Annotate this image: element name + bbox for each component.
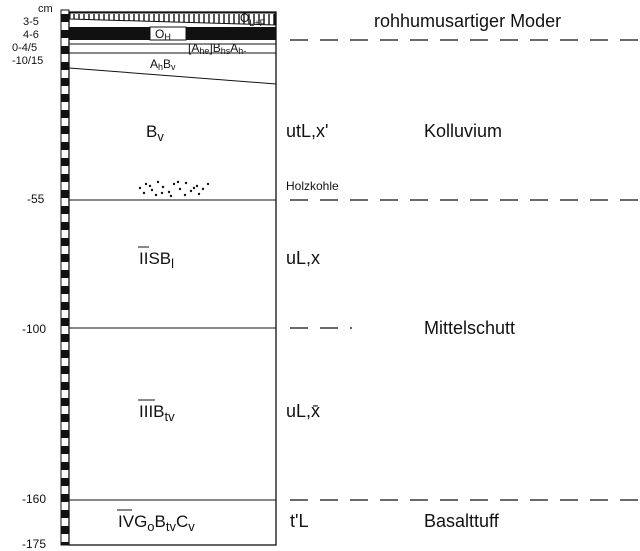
scale-segment xyxy=(61,302,69,310)
scale-segment xyxy=(61,462,69,470)
scale-segment xyxy=(61,78,69,86)
scale-segment xyxy=(61,382,69,390)
scale-segment xyxy=(61,126,69,134)
dashed-boundaries xyxy=(290,39,640,501)
charcoal-dot xyxy=(144,182,148,186)
scale-segment xyxy=(61,366,69,374)
scale-segment xyxy=(61,158,69,166)
scale-segment xyxy=(61,174,69,182)
horizon-label-iiibtv: IIIBtv xyxy=(139,402,175,424)
texture-label: uL,x̄ xyxy=(286,401,320,421)
scale-segment xyxy=(61,414,69,422)
scale-segment xyxy=(61,398,69,406)
charcoal-dot xyxy=(169,194,173,198)
oh-label: OH xyxy=(155,27,171,42)
charcoal-dot xyxy=(195,184,199,188)
charcoal-dot xyxy=(184,181,188,185)
depth-labels: cm 3-5 4-6 0-4/5 -10/15 -55 -100 -160 -1… xyxy=(12,3,53,551)
charcoal-dot xyxy=(183,193,187,197)
depth-unit: cm xyxy=(38,3,53,15)
depth-label: -160 xyxy=(22,492,46,506)
scale-segment xyxy=(61,446,69,454)
scale-segment xyxy=(61,222,69,230)
charcoal-dot xyxy=(201,187,205,191)
ah-bv-label: AhBv xyxy=(150,57,176,72)
scale-segment xyxy=(61,254,69,262)
scale-segment xyxy=(61,14,69,22)
scale-segment xyxy=(61,510,69,518)
scale-segment xyxy=(61,206,69,214)
scale-segment xyxy=(61,478,69,486)
scale-segment xyxy=(61,110,69,118)
charcoal-dot xyxy=(172,182,176,186)
scale-segment xyxy=(61,526,69,534)
ol-f-label: OL+F xyxy=(240,11,266,28)
charcoal-dot xyxy=(150,188,154,192)
humus-form-label: rohhumusartiger Moder xyxy=(374,11,561,31)
depth-label: -10/15 xyxy=(12,55,43,67)
charcoal-dot xyxy=(160,191,164,195)
charcoal-dot xyxy=(197,192,201,196)
depth-label: -175 xyxy=(22,537,46,551)
scale-segment xyxy=(61,190,69,198)
depth-label: -55 xyxy=(27,192,45,206)
charcoal-dot xyxy=(192,186,196,190)
charcoal-dot xyxy=(178,187,182,191)
scale-segment xyxy=(61,334,69,342)
scale-segment xyxy=(61,286,69,294)
line-bv-top xyxy=(68,67,277,85)
layer-label-kolluvium: Kolluvium xyxy=(424,121,502,141)
texture-label: t'L xyxy=(290,511,308,531)
scale-segment xyxy=(61,46,69,54)
depth-scale-bar xyxy=(60,9,70,546)
charcoal-dot xyxy=(189,189,193,193)
scale-segment xyxy=(61,238,69,246)
scale-segment xyxy=(61,318,69,326)
texture-label: uL,x xyxy=(286,248,320,268)
scale-segment xyxy=(61,62,69,70)
horizon-label-ivgobtvcv: IVGoBtvCv xyxy=(118,512,195,534)
scale-segment xyxy=(61,350,69,358)
charcoal-dot xyxy=(176,180,180,184)
layer-label-basalttuff: Basalttuff xyxy=(424,511,500,531)
charcoal-dot xyxy=(148,184,152,188)
charcoal-dot xyxy=(142,191,146,195)
depth-label: 4-6 xyxy=(23,29,39,41)
ol-f-layer xyxy=(69,12,276,26)
scale-segment xyxy=(61,270,69,278)
charcoal-dot xyxy=(167,190,171,194)
charcoal-dot xyxy=(138,186,142,190)
charcoal-label: Holzkohle xyxy=(286,179,339,193)
charcoal-dots xyxy=(138,180,210,198)
charcoal-dot xyxy=(156,180,160,184)
charcoal-dot xyxy=(161,185,165,189)
scale-segment xyxy=(61,494,69,502)
profile-column xyxy=(68,11,277,546)
charcoal-dot xyxy=(154,193,158,197)
texture-label: utL,x' xyxy=(286,121,328,141)
scale-segment xyxy=(61,142,69,150)
scale-segment xyxy=(61,30,69,38)
charcoal-dot xyxy=(206,182,210,186)
depth-label: -100 xyxy=(22,322,46,336)
depth-label: 3-5 xyxy=(23,16,39,28)
scale-segment xyxy=(61,94,69,102)
scale-segment xyxy=(61,430,69,438)
layer-label-mittelschutt: Mittelschutt xyxy=(424,318,515,338)
horizon-label-bv: Bv xyxy=(146,122,164,144)
scale-segment xyxy=(61,542,69,545)
horizon-label-iisbl: IISBl xyxy=(139,249,174,271)
ahe-bhs-ah-label: [Ahe]BhsAh- xyxy=(188,41,246,56)
depth-label: 0-4/5 xyxy=(12,42,37,54)
